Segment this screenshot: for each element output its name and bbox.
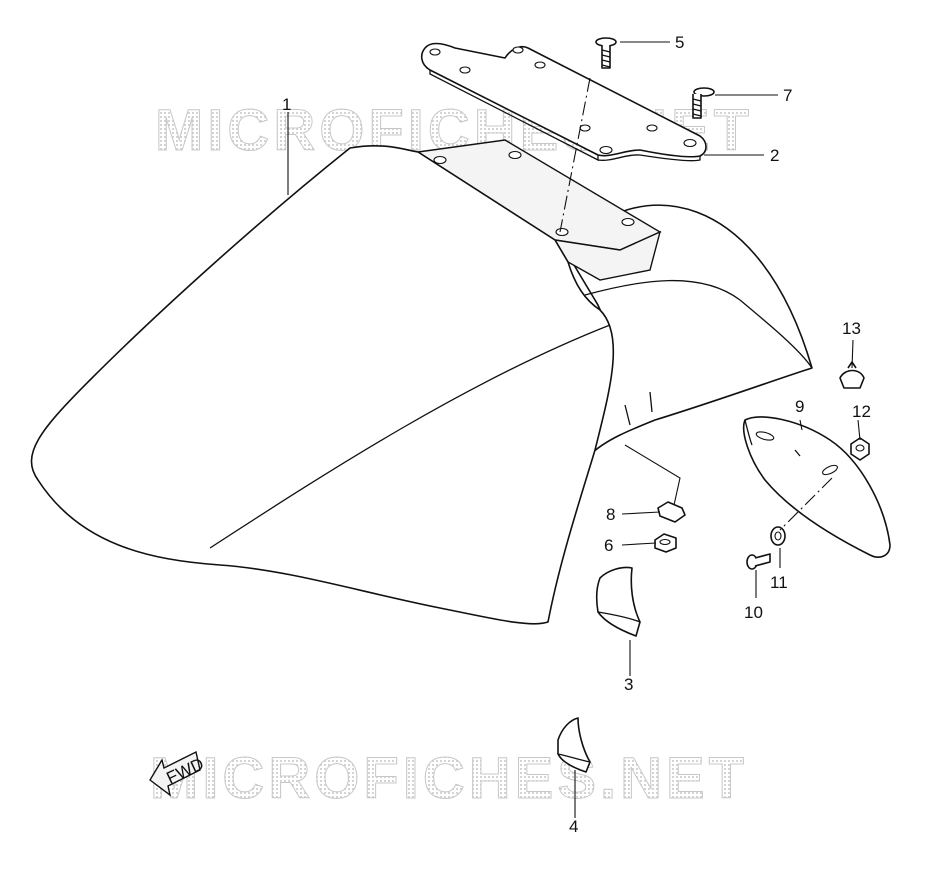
washer-11 <box>770 526 786 546</box>
screw-10 <box>746 553 771 570</box>
callout-1: 1 <box>282 95 291 114</box>
callout-5: 5 <box>675 33 684 52</box>
screw-7 <box>692 87 715 119</box>
pad-3 <box>595 566 641 637</box>
nut-8 <box>657 501 686 523</box>
callout-12: 12 <box>852 402 871 421</box>
nut-6 <box>654 533 677 553</box>
callout-10: 10 <box>744 603 763 622</box>
callout-9: 9 <box>795 397 804 416</box>
callout-4: 4 <box>569 817 578 836</box>
callout-8: 8 <box>606 505 615 524</box>
watermark-bottom: MICROFICHES.NET <box>150 746 748 811</box>
fender-extension <box>742 416 891 558</box>
callout-11: 11 <box>770 573 788 592</box>
pad-4 <box>557 717 591 773</box>
callout-6: 6 <box>604 536 613 555</box>
callout-2: 2 <box>770 146 779 165</box>
callout-3: 3 <box>624 675 633 694</box>
callout-7: 7 <box>783 86 792 105</box>
front-fender <box>30 139 813 625</box>
leader-lines <box>287 41 861 818</box>
nut-12 <box>850 437 870 461</box>
fender-bracket <box>420 42 707 162</box>
screw-5 <box>595 37 617 69</box>
callout-13: 13 <box>842 319 861 338</box>
